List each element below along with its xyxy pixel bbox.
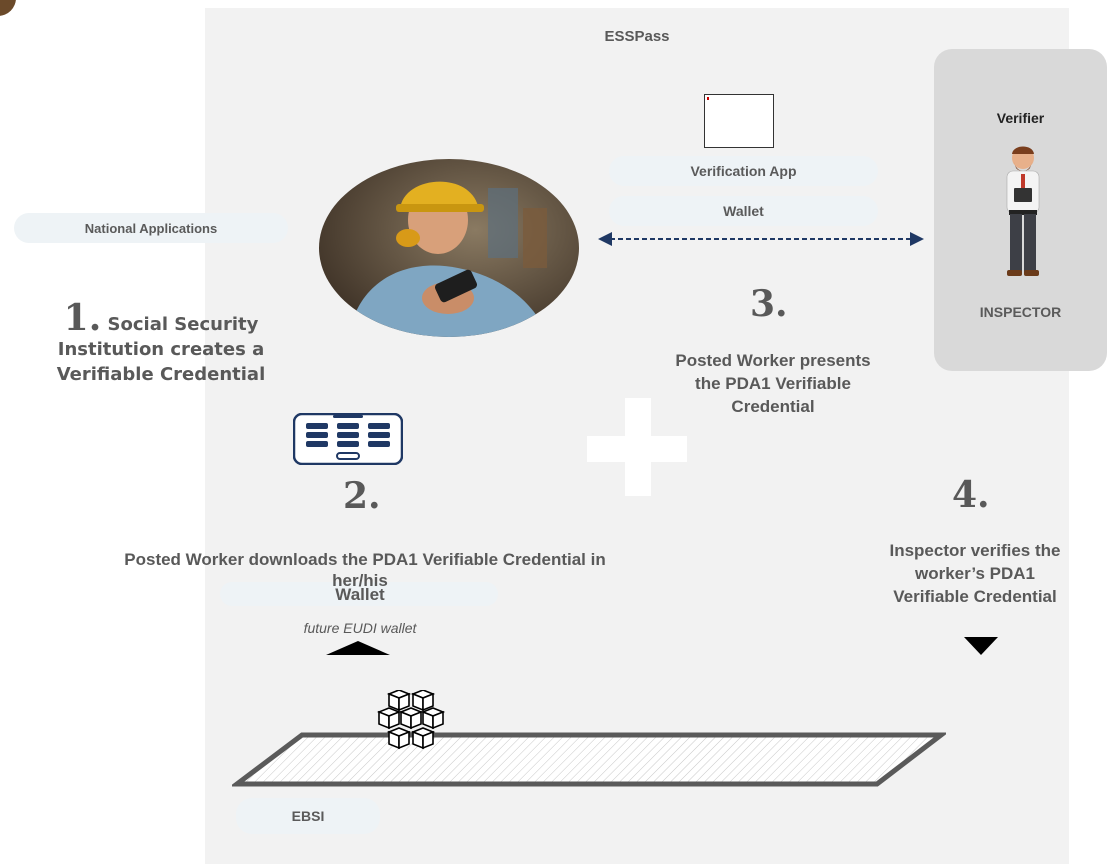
- up-arrow-icon: [326, 641, 390, 655]
- step4-line3: Verifiable Credential: [893, 586, 1057, 606]
- step1-block: 1. Social Security Institution creates a…: [36, 300, 286, 388]
- step4-text: Inspector verifies the worker’s PDA1 Ver…: [860, 540, 1090, 609]
- exchange-arrow: [598, 232, 924, 246]
- diagram-title: ESSPass: [604, 28, 670, 45]
- step3-number: 3.: [750, 283, 788, 325]
- step1-number: 1.: [63, 297, 102, 339]
- step2-future-wallet: future EUDI wallet: [303, 620, 417, 636]
- corner-logo: [0, 0, 16, 16]
- ebsi-pill: EBSI: [236, 798, 380, 834]
- worker-photo: [319, 159, 579, 337]
- down-arrow-icon: [964, 637, 998, 655]
- step3-text: Posted Worker presents the PDA1 Verifiab…: [640, 350, 906, 419]
- step2-number: 2.: [343, 475, 381, 517]
- mobile-device-icon: [293, 413, 403, 465]
- wallet-pill-bottom: [220, 582, 498, 606]
- step2-wallet: Wallet: [335, 585, 385, 604]
- ebsi-platform: [232, 732, 946, 787]
- step4-line1: Inspector verifies the: [889, 541, 1061, 560]
- step1-line2: Institution creates a: [57, 339, 265, 361]
- step1-line3: Verifiable Credential: [56, 364, 266, 386]
- plus-shape-vertical: [625, 398, 651, 496]
- inspector-figure-icon: [1006, 146, 1040, 276]
- step4-number: 4.: [952, 474, 990, 516]
- step1-line1: Social Security: [107, 314, 259, 335]
- verification-app-pill: Verification App: [609, 156, 878, 186]
- step3-line3: Credential: [731, 396, 815, 416]
- document-thumbnail: [704, 94, 774, 148]
- blockchain-cubes-icon: [377, 690, 446, 750]
- wallet-pill-top: Wallet: [609, 196, 878, 226]
- step2-line2: her/his: [332, 571, 388, 590]
- verifier-label: Verifier: [996, 110, 1045, 126]
- inspector-label: INSPECTOR: [979, 304, 1062, 320]
- step2-line1: Posted Worker downloads the PDA1 Verifia…: [124, 550, 606, 569]
- step3-line2: the PDA1 Verifiable: [695, 373, 851, 393]
- step4-line2: worker’s PDA1: [915, 563, 1035, 583]
- step3-line1: Posted Worker presents: [675, 351, 871, 370]
- national-applications-pill: National Applications: [14, 213, 288, 243]
